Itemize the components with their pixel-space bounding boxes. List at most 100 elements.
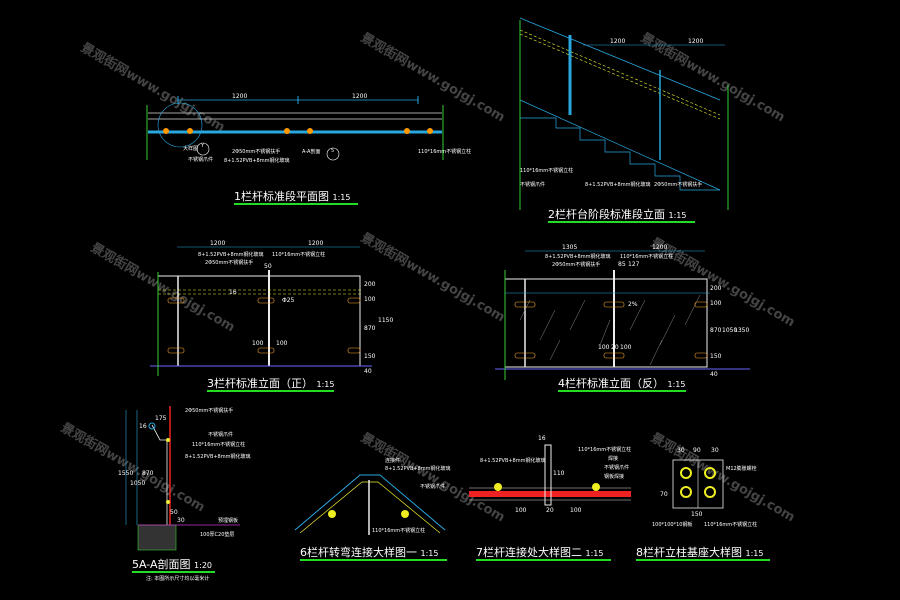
note: 2Φ50mm不锈钢扶手 (552, 261, 600, 268)
watermark: 景观街网www.gojgj.com (358, 30, 508, 126)
view-number: 6 (300, 546, 307, 559)
view-title: 栏杆连接处大样图二 (483, 545, 582, 559)
dim-label: 1200 (652, 244, 667, 251)
dim-label: 127 (628, 261, 640, 268)
note: 不锈钢爪件 (208, 431, 233, 438)
note: 焊接 (608, 455, 618, 462)
svg-text:4栏杆标准立面（反） 1:15: 4栏杆标准立面（反） 1:15 (558, 376, 685, 390)
view-1-plan: 1200 1200 Y 5 大样图 不锈钢爪件 2Φ50mm不锈钢扶手 8+1.… (146, 93, 471, 164)
note: M12膨胀螺栓 (726, 465, 757, 472)
dim-label: 100 (598, 344, 610, 351)
view-number: 5 (132, 558, 139, 571)
dim-label: 150 (710, 353, 722, 360)
note: 2Φ50mm不锈钢扶手 (205, 259, 253, 266)
view-3-title: 3栏杆标准立面（正） 1:15 (207, 376, 334, 392)
dim-label: 40 (364, 368, 372, 375)
note: 8+1.52PVB+8mm钢化玻璃 (385, 465, 450, 472)
view-number: 3 (207, 377, 214, 390)
view-title: 栏杆立柱基座大样图 (643, 545, 742, 559)
note: 预埋钢板 (218, 517, 238, 524)
dim-label: 30 (677, 447, 685, 454)
view-number: 1 (234, 190, 241, 203)
view-title: 栏杆转弯连接大样图一 (307, 545, 417, 559)
dim-label: 30 (177, 517, 185, 524)
dim-label: 2% (628, 301, 638, 308)
dim-label: 200 (364, 281, 376, 288)
dim-label: 175 (155, 415, 167, 422)
dim-label: 1050 (722, 327, 737, 334)
note: 8+1.52PVB+8mm钢化玻璃 (585, 181, 650, 188)
view-scale: 1:15 (669, 211, 687, 220)
note: 8+1.52PVB+8mm钢化玻璃 (198, 251, 263, 258)
dim-label: 1550 (118, 470, 133, 477)
view-7-title: 7栏杆连接处大样图二 1:15 (476, 545, 611, 561)
dim-label: 20 (611, 344, 619, 351)
view-scale: 1:15 (586, 549, 604, 558)
view-number: 7 (476, 546, 483, 559)
view-8-title: 8栏杆立柱基座大样图 1:15 (636, 545, 770, 561)
dim-label: 40 (710, 371, 718, 378)
dim-label: 90 (693, 447, 701, 454)
dim-label: 1200 (610, 38, 625, 45)
dim-label: 1200 (232, 93, 247, 100)
dim-label: 100 (515, 507, 527, 514)
note: 大样图 (183, 145, 198, 152)
section-ref-number: 5 (331, 148, 334, 154)
dim-label: 100 (276, 340, 288, 347)
dim-label: 100 (364, 296, 376, 303)
svg-text:7栏杆连接处大样图二 1:15: 7栏杆连接处大样图二 1:15 (476, 545, 603, 559)
svg-text:3栏杆标准立面（正） 1:15: 3栏杆标准立面（正） 1:15 (207, 376, 334, 390)
note: 不锈钢爪件 (604, 464, 629, 471)
dim-label: 150 (364, 353, 376, 360)
view-number: 2 (548, 208, 555, 221)
note: 110*16mm不锈钢立柱 (578, 446, 631, 453)
view-scale: 1:20 (194, 561, 212, 570)
dim-label: 16 (139, 423, 147, 430)
dim-label: 1050 (130, 480, 145, 487)
watermark: 景观街网www.gojgj.com (78, 40, 228, 136)
note: 8+1.52PVB+8mm钢化玻璃 (224, 157, 289, 164)
dim-label: 870 (142, 470, 154, 477)
note: 8+1.52PVB+8mm钢化玻璃 (185, 453, 250, 460)
dim-label: 100 (252, 340, 264, 347)
view-1-title: 1栏杆标准段平面图 1:15 (234, 189, 358, 205)
note: 110*16mm不锈钢立柱 (272, 251, 325, 258)
watermarks: 景观街网www.gojgj.com 景观街网www.gojgj.com 景观街网… (58, 30, 798, 526)
note: 110*16mm不锈钢立柱 (704, 521, 757, 528)
note: 不锈钢爪件 (188, 156, 213, 163)
view-scale: 1:15 (746, 549, 764, 558)
dim-label: 20 (546, 507, 554, 514)
dim-label: 50 (170, 509, 178, 516)
note: 2Φ50mm不锈钢扶手 (654, 181, 702, 188)
note: 2Φ50mm不锈钢扶手 (185, 407, 233, 414)
watermark: 景观街网www.gojgj.com (358, 430, 508, 526)
view-2-stair-elevation: 1200 1200 110*16mm不锈钢立柱 不锈钢爪件 8+1.52PVB+… (519, 17, 729, 210)
note: 不锈钢爪件 (520, 181, 545, 188)
svg-text:2栏杆台阶段标准段立面 1:15: 2栏杆台阶段标准段立面 1:15 (548, 207, 686, 221)
note: 110*16mm不锈钢立柱 (192, 441, 245, 448)
svg-text:1栏杆标准段平面图 1:15: 1栏杆标准段平面图 1:15 (234, 189, 350, 203)
svg-text:8栏杆立柱基座大样图 1:15: 8栏杆立柱基座大样图 1:15 (636, 545, 763, 559)
footnote: 注: 本图所示尺寸均以毫米计 (146, 575, 209, 582)
view-scale: 1:15 (668, 380, 686, 389)
dim-label: 100 (710, 300, 722, 307)
dim-label: 1200 (688, 38, 703, 45)
note: 110*16mm不锈钢立柱 (620, 253, 673, 260)
dim-label: 1350 (734, 327, 749, 334)
note: 不锈钢爪件 (420, 483, 445, 490)
view-scale: 1:15 (317, 380, 335, 389)
view-title: A-A剖面图 (139, 557, 191, 571)
dim-label: 1200 (352, 93, 367, 100)
view-scale: 1:15 (333, 193, 351, 202)
dim-label: 30 (711, 447, 719, 454)
view-3-elevation-front: 1200 1200 8+1.52PVB+8mm钢化玻璃 2Φ50mm不锈钢扶手 … (150, 240, 393, 376)
dim-label: 85 (618, 261, 626, 268)
view-2-title: 2栏杆台阶段标准段立面 1:15 (548, 207, 695, 223)
dim-label: Φ25 (282, 297, 295, 304)
watermark: 景观街网www.gojgj.com (58, 420, 208, 516)
note: 100*100*10钢板 (652, 521, 692, 528)
view-number: 8 (636, 546, 643, 559)
